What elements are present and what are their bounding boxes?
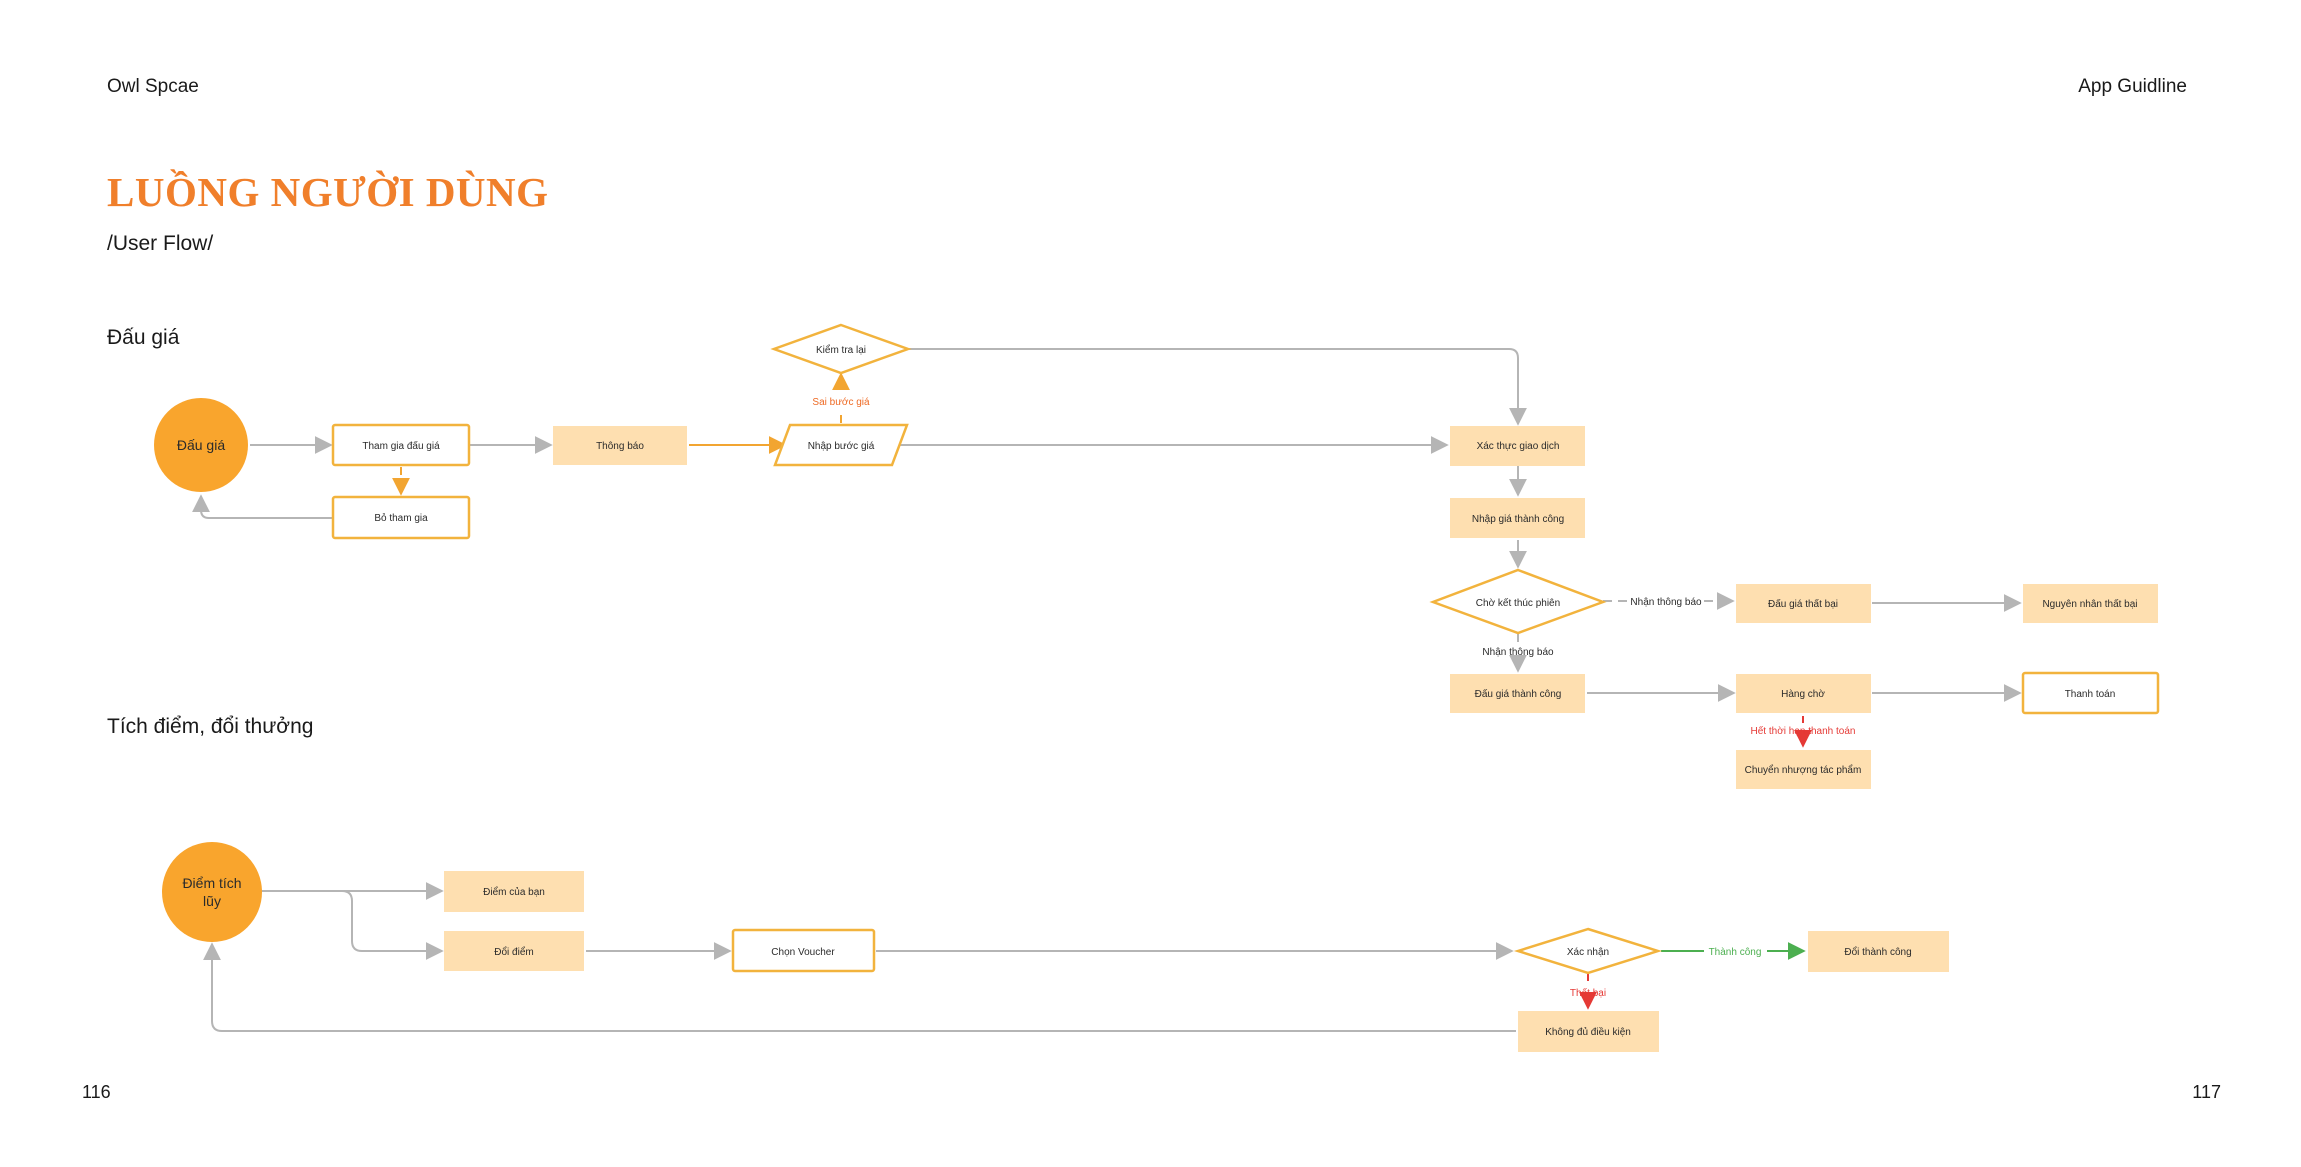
node-enter-step-label: Nhập bước giá — [808, 441, 875, 452]
node-points-start-line2: lũy — [203, 893, 221, 909]
node-redeem — [444, 931, 584, 971]
node-your-points-label: Điểm của bạn — [483, 886, 545, 898]
node-transfer — [1736, 750, 1871, 789]
node-auction-success — [1450, 674, 1585, 713]
page-subtitle: /User Flow/ — [107, 232, 214, 255]
label-expired: Hết thời hạn thanh toán — [1751, 725, 1856, 737]
node-verify — [1450, 426, 1585, 466]
section-title-points: Tích điểm, đổi thưởng — [107, 715, 314, 738]
page-number-left: 116 — [82, 1082, 111, 1102]
label-receive-notice-down: Nhận thông báo — [1482, 647, 1554, 658]
node-redeem-success — [1808, 931, 1949, 972]
node-redeem-success-label: Đổi thành công — [1844, 946, 1911, 958]
node-choose-voucher — [731, 928, 876, 973]
node-points-start — [162, 842, 262, 942]
node-your-points — [444, 871, 584, 912]
node-bid-success-label: Nhập giá thành công — [1472, 514, 1564, 525]
node-confirm — [1513, 927, 1663, 975]
node-notify — [553, 426, 687, 465]
label-receive-notice-right: Nhận thông báo — [1630, 597, 1702, 608]
node-bid-success — [1450, 498, 1585, 538]
node-not-eligible-label: Không đủ điều kiện — [1545, 1026, 1631, 1038]
node-fail-reason — [2023, 584, 2158, 623]
node-auction-fail — [1736, 584, 1871, 623]
node-wait-end — [1429, 568, 1607, 635]
node-auction-start — [154, 398, 248, 492]
node-points-start-line1: Điểm tích — [182, 875, 241, 891]
node-confirm-label: Xác nhận — [1567, 947, 1609, 958]
node-join-auction-label: Tham gia đấu giá — [362, 440, 440, 452]
label-success: Thành công — [1709, 947, 1762, 958]
edge-recheck-verify — [908, 348, 1527, 426]
node-verify-label: Xác thực giao dịch — [1477, 441, 1560, 452]
node-enter-step — [773, 423, 909, 467]
edge-quit-start — [192, 494, 333, 519]
node-not-eligible — [1518, 1011, 1659, 1052]
node-quit-label: Bỏ tham gia — [374, 512, 428, 524]
node-queue-label: Hàng chờ — [1781, 689, 1825, 700]
document-title: App Guidline — [2078, 76, 2187, 97]
node-auction-start-label: Đấu giá — [177, 437, 225, 453]
edge-start-redeem — [262, 890, 444, 960]
node-recheck — [770, 323, 912, 375]
node-fail-reason-label: Nguyên nhân thất bại — [2042, 598, 2137, 610]
node-auction-fail-label: Đấu giá thất bại — [1768, 598, 1838, 610]
brand-name: Owl Spcae — [107, 76, 199, 97]
node-auction-success-label: Đấu giá thành công — [1475, 688, 1562, 700]
node-redeem-label: Đổi điểm — [494, 946, 533, 958]
node-wait-end-label: Chờ kết thúc phiên — [1476, 597, 1560, 609]
node-payment-label: Thanh toán — [2065, 689, 2116, 700]
label-fail: Thất bại — [1570, 987, 1606, 999]
page-title: LUỒNG NGƯỜI DÙNG — [107, 169, 549, 215]
page-number-right: 117 — [2192, 1082, 2221, 1102]
node-choose-voucher-label: Chọn Voucher — [771, 947, 835, 958]
section-title-auction: Đấu giá — [107, 326, 180, 349]
label-wrong-step: Sai bước giá — [812, 397, 870, 408]
node-recheck-label: Kiểm tra lại — [816, 344, 866, 356]
node-notify-label: Thông báo — [596, 441, 644, 452]
node-quit — [331, 495, 471, 540]
node-queue — [1736, 674, 1871, 713]
node-transfer-label: Chuyển nhượng tác phẩm — [1745, 764, 1862, 776]
node-join-auction — [331, 423, 471, 467]
edge-noteligible-start — [203, 942, 1516, 1032]
node-payment — [2021, 671, 2160, 715]
